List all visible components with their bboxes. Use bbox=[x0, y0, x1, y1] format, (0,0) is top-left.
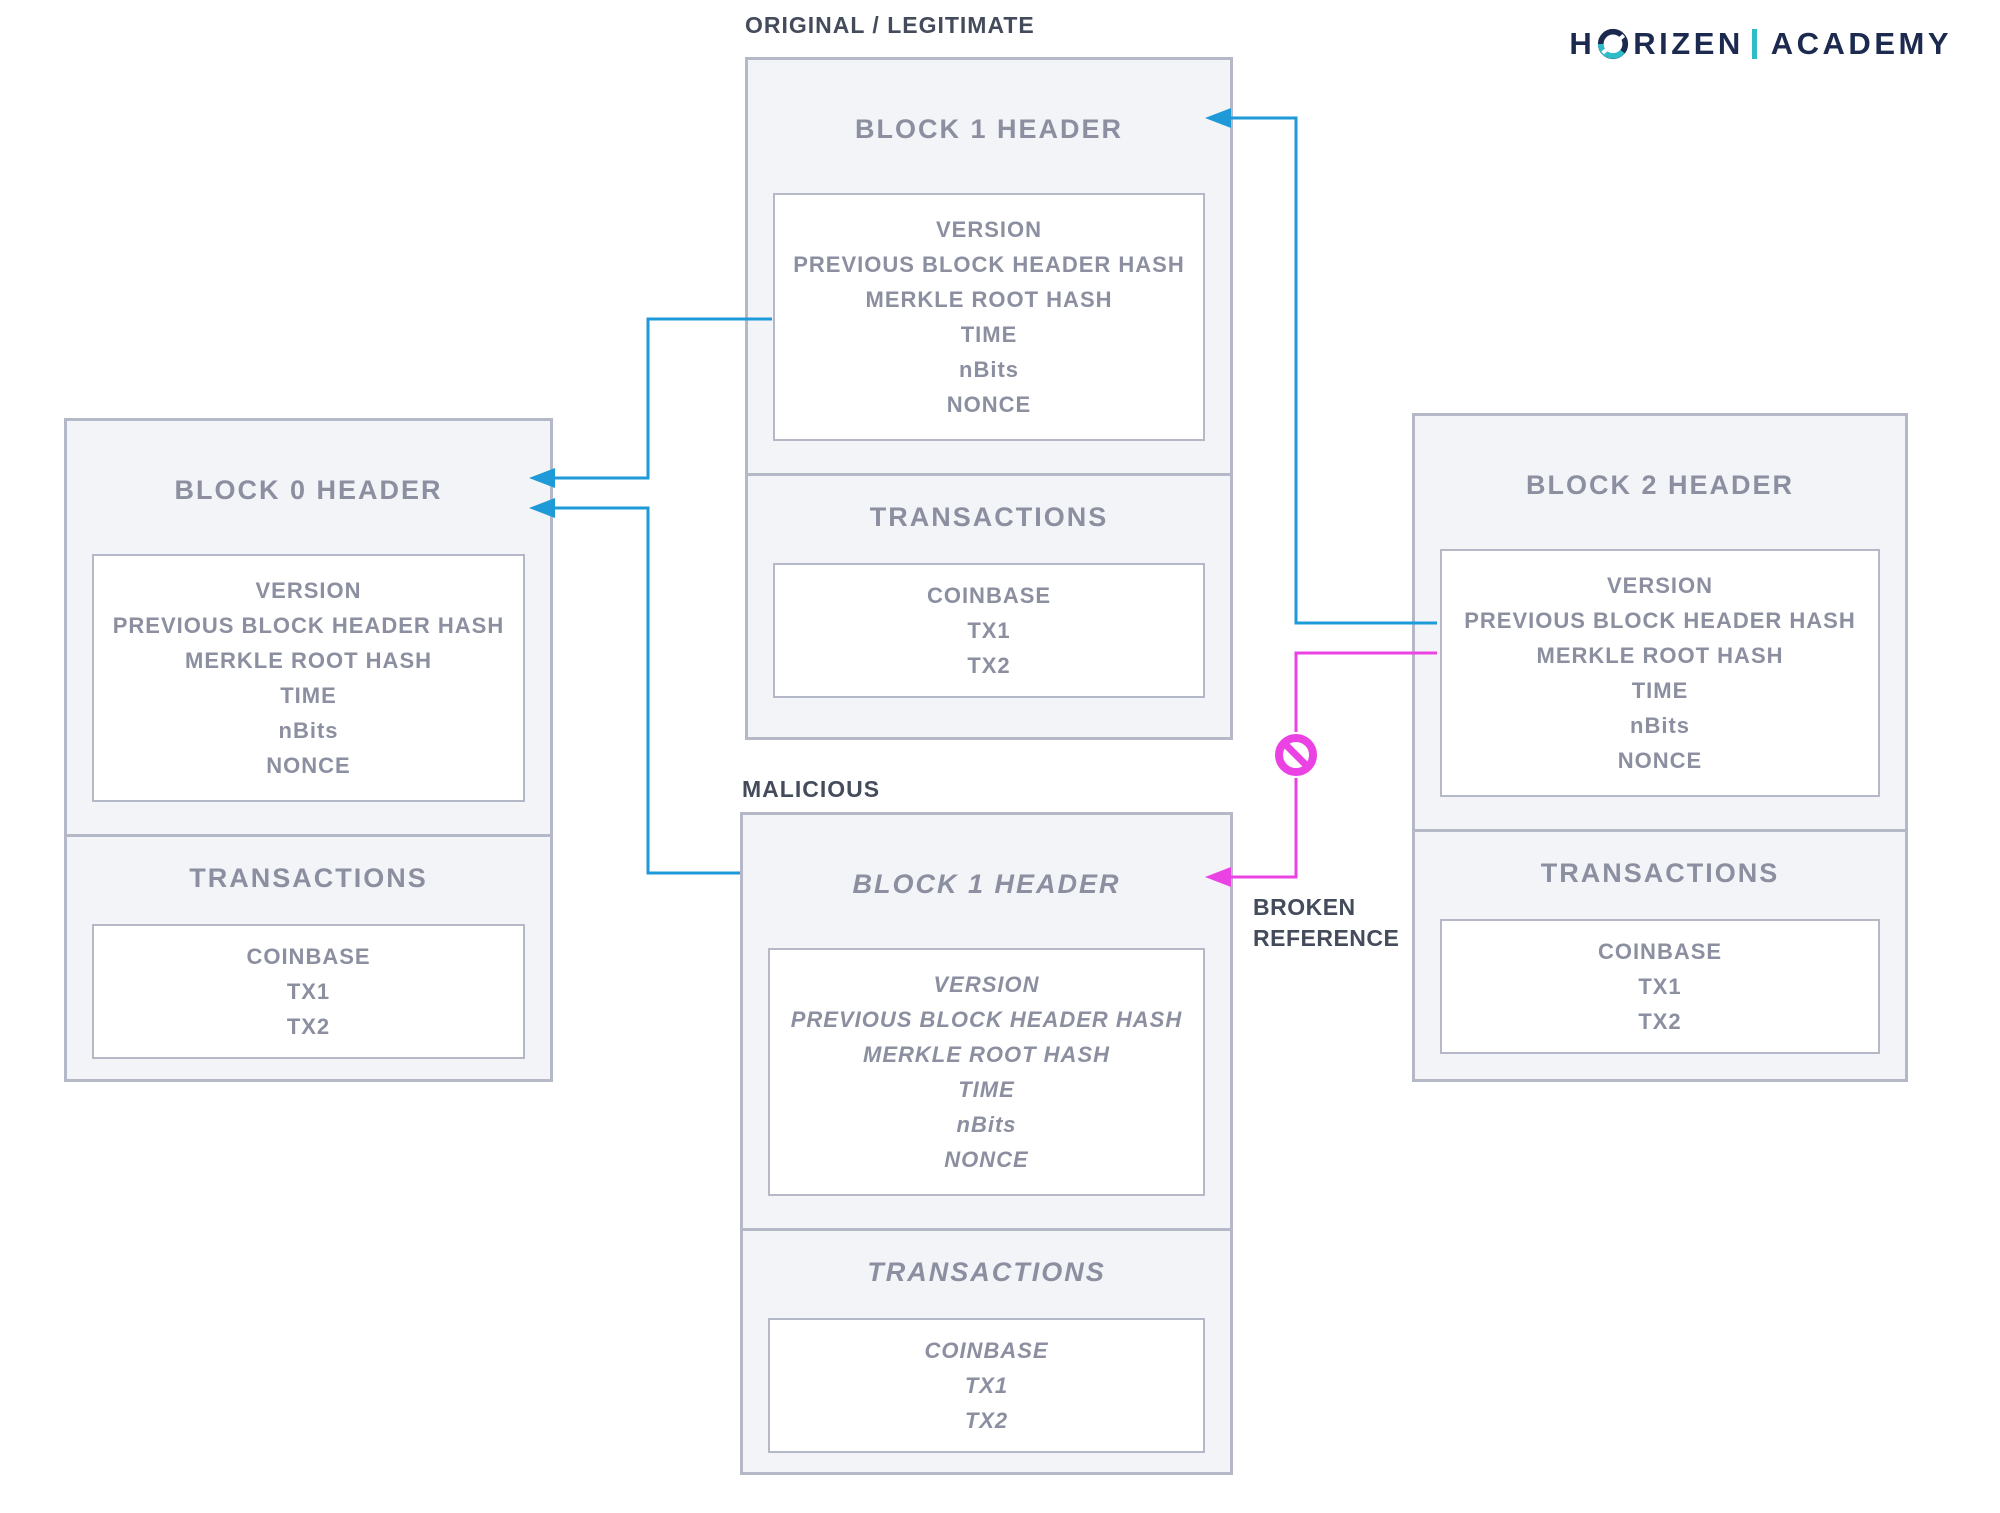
block-1-malicious-header-fields-box: VERSION PREVIOUS BLOCK HEADER HASH MERKL… bbox=[768, 948, 1205, 1196]
horizen-academy-logo: H RIZEN ACADEMY bbox=[1569, 26, 1952, 62]
field-version: VERSION bbox=[933, 972, 1040, 997]
field-previous-block-header-hash: PREVIOUS BLOCK HEADER HASH bbox=[793, 252, 1185, 277]
block-2: BLOCK 2 HEADER VERSION PREVIOUS BLOCK HE… bbox=[1412, 413, 1908, 1082]
block-2-title: BLOCK 2 HEADER bbox=[1525, 470, 1795, 500]
logo-word-horizen-rest: RIZEN bbox=[1633, 26, 1744, 61]
field-nonce: NONCE bbox=[266, 753, 351, 778]
tx-coinbase: COINBASE bbox=[1597, 939, 1723, 964]
field-nbits: nBits bbox=[278, 718, 339, 743]
field-merkle-root-hash: MERKLE ROOT HASH bbox=[865, 287, 1113, 312]
block-2-transactions-box: COINBASE TX1 TX2 bbox=[1440, 919, 1880, 1054]
logo-separator-bar bbox=[1751, 29, 1757, 59]
tx-2: TX2 bbox=[1638, 1009, 1682, 1034]
tx-2: TX2 bbox=[967, 653, 1011, 678]
field-merkle-root-hash: MERKLE ROOT HASH bbox=[1536, 643, 1784, 668]
block-0-title: BLOCK 0 HEADER bbox=[174, 475, 443, 505]
tx-coinbase: COINBASE bbox=[926, 583, 1052, 608]
block-1-original-title: BLOCK 1 HEADER bbox=[854, 114, 1124, 144]
field-merkle-root-hash: MERKLE ROOT HASH bbox=[863, 1042, 1110, 1067]
block-0-header-fields-box: VERSION PREVIOUS BLOCK HEADER HASH MERKL… bbox=[92, 554, 525, 802]
link-block2-to-malicious-block1-broken bbox=[1205, 651, 1437, 887]
transactions-title: TRANSACTIONS bbox=[869, 502, 1109, 532]
field-merkle-root-hash: MERKLE ROOT HASH bbox=[185, 648, 432, 673]
logo-word-academy: ACADEMY bbox=[1770, 26, 1952, 61]
malicious-label: MALICIOUS bbox=[742, 776, 881, 802]
field-time: TIME bbox=[280, 683, 337, 708]
block-1-malicious-transactions-box: COINBASE TX1 TX2 bbox=[768, 1318, 1205, 1453]
original-legitimate-label: ORIGINAL / LEGITIMATE bbox=[745, 12, 1035, 38]
no-entry-icon bbox=[1273, 732, 1319, 778]
block-1-malicious: BLOCK 1 HEADER VERSION PREVIOUS BLOCK HE… bbox=[740, 812, 1233, 1475]
field-previous-block-header-hash: PREVIOUS BLOCK HEADER HASH bbox=[790, 1007, 1183, 1032]
field-version: VERSION bbox=[1606, 573, 1714, 598]
tx-1: TX1 bbox=[967, 618, 1011, 643]
block-1-malicious-title: BLOCK 1 HEADER bbox=[852, 869, 1121, 899]
block-0-transactions-box: COINBASE TX1 TX2 bbox=[92, 924, 525, 1059]
broken-reference-label: BROKEN REFERENCE bbox=[1253, 894, 1400, 951]
tx-coinbase: COINBASE bbox=[924, 1338, 1049, 1363]
field-version: VERSION bbox=[935, 217, 1043, 242]
field-previous-block-header-hash: PREVIOUS BLOCK HEADER HASH bbox=[1464, 608, 1856, 633]
field-previous-block-header-hash: PREVIOUS BLOCK HEADER HASH bbox=[112, 613, 505, 638]
horizen-o-icon bbox=[1598, 28, 1629, 60]
block-2-header-fields-box: VERSION PREVIOUS BLOCK HEADER HASH MERKL… bbox=[1440, 549, 1880, 797]
block-1-original-transactions-section: TRANSACTIONS COINBASE TX1 TX2 bbox=[748, 473, 1230, 737]
block-2-transactions-section: TRANSACTIONS COINBASE TX1 TX2 bbox=[1415, 829, 1905, 1079]
block-1-original-transactions-box: COINBASE TX1 TX2 bbox=[773, 563, 1205, 698]
tx-2: TX2 bbox=[286, 1014, 331, 1039]
field-time: TIME bbox=[958, 1077, 1015, 1102]
block-1-original: BLOCK 1 HEADER VERSION PREVIOUS BLOCK HE… bbox=[745, 57, 1233, 740]
transactions-title: TRANSACTIONS bbox=[1540, 858, 1780, 888]
block-1-original-header-fields-box: VERSION PREVIOUS BLOCK HEADER HASH MERKL… bbox=[773, 193, 1205, 441]
field-time: TIME bbox=[960, 322, 1018, 347]
tx-2: TX2 bbox=[964, 1408, 1009, 1433]
field-nonce: NONCE bbox=[946, 392, 1032, 417]
block-0: BLOCK 0 HEADER VERSION PREVIOUS BLOCK HE… bbox=[64, 418, 553, 1082]
tx-1: TX1 bbox=[964, 1373, 1009, 1398]
transactions-title: TRANSACTIONS bbox=[867, 1257, 1106, 1287]
tx-coinbase: COINBASE bbox=[246, 944, 371, 969]
field-nonce: NONCE bbox=[1617, 748, 1703, 773]
transactions-title: TRANSACTIONS bbox=[189, 863, 428, 893]
tx-1: TX1 bbox=[1638, 974, 1682, 999]
link-malicious-block1-to-block0 bbox=[529, 498, 740, 875]
block-1-malicious-transactions-section: TRANSACTIONS COINBASE TX1 TX2 bbox=[743, 1228, 1230, 1472]
link-block2-to-block1 bbox=[1205, 108, 1437, 625]
block-0-transactions-section: TRANSACTIONS COINBASE TX1 TX2 bbox=[67, 834, 550, 1079]
field-version: VERSION bbox=[255, 578, 362, 603]
field-nbits: nBits bbox=[959, 357, 1019, 382]
tx-1: TX1 bbox=[286, 979, 331, 1004]
link-block1-to-block0 bbox=[529, 317, 772, 488]
logo-word-horizen-h: H bbox=[1569, 26, 1596, 61]
field-nbits: nBits bbox=[956, 1112, 1017, 1137]
field-nbits: nBits bbox=[1630, 713, 1690, 738]
field-time: TIME bbox=[1631, 678, 1689, 703]
field-nonce: NONCE bbox=[944, 1147, 1029, 1172]
